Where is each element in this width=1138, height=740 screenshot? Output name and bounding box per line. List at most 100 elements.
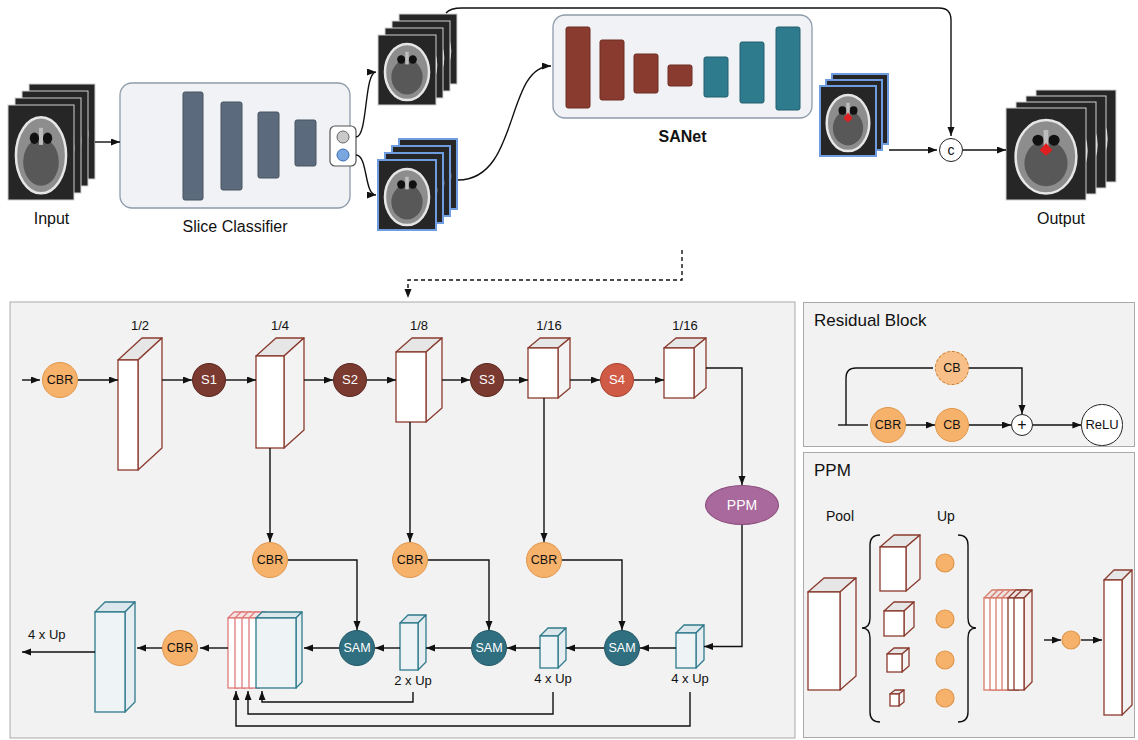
connector — [963, 149, 1006, 150]
ct-skull — [385, 44, 429, 100]
connector — [640, 647, 676, 648]
ct-slice — [820, 86, 876, 156]
node-label: + — [1017, 416, 1026, 434]
connector — [504, 379, 528, 380]
ct-sinus — [409, 180, 417, 188]
conv-dot — [1062, 631, 1080, 649]
flow-line — [1081, 639, 1102, 640]
sum-symbol: + — [1011, 414, 1033, 436]
caption-label: 1/16 — [672, 319, 697, 334]
activation-circle: ReLU — [1081, 404, 1122, 445]
block-front — [118, 360, 138, 470]
ct-sinus — [1048, 135, 1059, 146]
conv-dot — [936, 651, 954, 669]
node-label: CBR — [167, 641, 193, 655]
block-front — [540, 636, 558, 668]
flow-line — [838, 424, 868, 425]
annotation: Up — [937, 508, 955, 524]
caption-label: Slice Classifier — [183, 218, 288, 236]
node-label: S2 — [342, 373, 358, 388]
node-label: S3 — [479, 373, 495, 388]
conv-block: CBR — [392, 542, 428, 578]
node-label: SAM — [608, 641, 635, 655]
stage-block: S2 — [333, 363, 367, 397]
segmentation-mask — [844, 113, 853, 123]
decoder-bar — [740, 42, 764, 103]
feature-map: 1/2 — [118, 338, 162, 470]
panel-title: Residual Block — [814, 311, 926, 331]
node-label: CBR — [257, 553, 283, 567]
ct-brain — [23, 138, 59, 186]
feature-map: 1/16 — [664, 338, 706, 398]
caption-label: SANet — [658, 128, 706, 146]
shortcut-conv-block: CB — [935, 351, 969, 385]
conv-dot — [936, 554, 954, 572]
block-side — [426, 338, 442, 422]
conv-block: CBR — [42, 362, 78, 398]
ct-septum — [39, 128, 43, 145]
connector — [706, 368, 742, 485]
node-label: CB — [943, 418, 960, 432]
connector — [562, 560, 622, 630]
block-side — [899, 690, 904, 706]
conv-block: CBR — [162, 630, 198, 666]
block-side — [558, 338, 570, 398]
ct-sinus — [409, 55, 417, 63]
ct-slice — [8, 105, 74, 200]
node-label: SAM — [343, 641, 370, 655]
node-label: ReLU — [1085, 418, 1118, 433]
classifier-box: Slice Classifier — [120, 83, 350, 208]
network-frame — [553, 15, 812, 118]
ct-slice — [378, 160, 436, 230]
class-circle — [337, 149, 349, 161]
ct-sinus — [43, 133, 52, 144]
ct-brain — [833, 111, 863, 146]
brace — [862, 535, 880, 722]
annotation: Pool — [826, 508, 854, 524]
brace — [958, 535, 976, 722]
block-side — [558, 628, 566, 668]
stage-block: S3 — [470, 363, 504, 397]
classifier-frame — [120, 83, 350, 208]
input-stack: Input — [8, 84, 95, 200]
block-front — [887, 654, 902, 672]
connector — [226, 379, 256, 380]
block-front — [256, 356, 284, 448]
layer-bar — [221, 102, 242, 190]
panel-ground — [803, 452, 1135, 738]
conv-dot — [936, 689, 954, 707]
connector — [906, 424, 935, 425]
attention-module: SAM — [339, 630, 375, 666]
connector — [1033, 424, 1081, 425]
flow-line — [356, 155, 376, 195]
attention-module: SAM — [471, 630, 507, 666]
caption-label: Output — [1037, 210, 1085, 228]
decoder-bar — [704, 57, 728, 97]
class-circle — [337, 131, 349, 143]
attention-module: SAM — [604, 630, 640, 666]
block-side — [694, 338, 706, 398]
block-side — [296, 612, 302, 688]
connector — [95, 141, 120, 142]
connector — [162, 379, 192, 380]
block-side — [906, 535, 920, 591]
block-front — [808, 592, 840, 690]
block-side — [418, 615, 426, 670]
ct-sinus — [850, 106, 858, 114]
caption-label: 2 x Up — [394, 674, 432, 689]
connector — [367, 379, 396, 380]
connector — [304, 379, 333, 380]
block-side — [840, 578, 856, 690]
decoder-feature-map: 4 x Up — [676, 625, 704, 668]
block-front — [396, 352, 426, 422]
block-front — [95, 612, 125, 712]
conv-block: CBR — [526, 542, 562, 578]
ct-slice — [1006, 108, 1086, 200]
connector — [269, 448, 270, 542]
decoder-feature-map: 4 x Up — [540, 628, 566, 668]
block-front — [676, 633, 696, 668]
node-label: PPM — [727, 497, 757, 513]
caption-label: 4 x Up — [534, 672, 572, 687]
feature-map: 1/4 — [256, 338, 304, 448]
connector — [704, 525, 742, 647]
